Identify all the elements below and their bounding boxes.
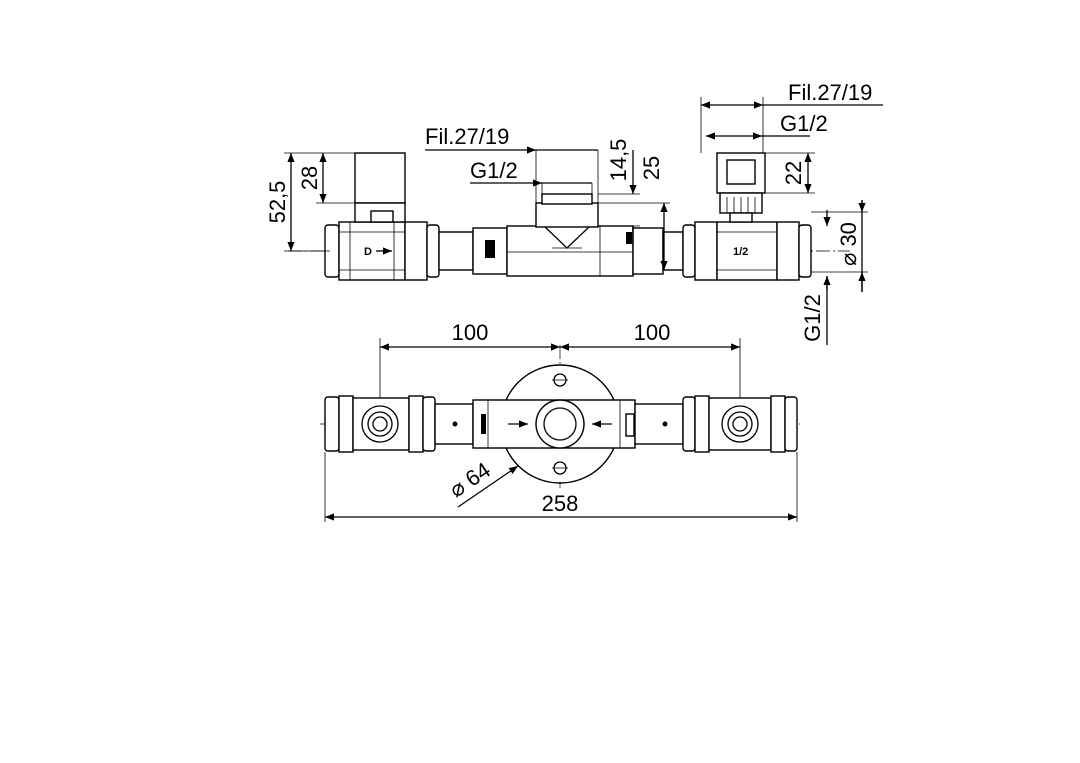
- right-sleeve: [632, 227, 664, 275]
- dim-dia-30: ⌀ 30: [811, 200, 868, 292]
- dim-g12-right: G1/2: [706, 111, 828, 140]
- svg-text:100: 100: [452, 320, 489, 345]
- svg-text:⌀ 64: ⌀ 64: [445, 457, 495, 502]
- right-outlet: [682, 395, 798, 453]
- dim-28: 28: [297, 153, 355, 204]
- left-connector-pipe: [438, 231, 474, 271]
- svg-text:22: 22: [781, 161, 806, 185]
- dim-258: 258: [324, 452, 798, 522]
- svg-text:D: D: [364, 246, 372, 258]
- dim-25: 25: [598, 156, 670, 270]
- svg-text:G1/2: G1/2: [470, 158, 518, 183]
- dim-fil-left: Fil.27/19: [425, 124, 599, 203]
- svg-text:100: 100: [634, 320, 671, 345]
- mixer-body-plan: [472, 399, 636, 449]
- right-connector-pipe: [662, 231, 684, 271]
- svg-text:G1/2: G1/2: [780, 111, 828, 136]
- svg-text:⌀ 30: ⌀ 30: [836, 222, 861, 266]
- mixer-body: [506, 193, 634, 277]
- dim-dia-64: ⌀ 64: [445, 457, 519, 508]
- top-view: D 1/2: [265, 80, 883, 345]
- svg-text:Fil.27/19: Fil.27/19: [788, 80, 872, 105]
- svg-text:14,5: 14,5: [606, 139, 631, 182]
- dim-g12-side: G1/2: [800, 210, 831, 345]
- right-valve-stem: [716, 152, 766, 223]
- left-valve-stem: D: [354, 152, 406, 258]
- svg-text:28: 28: [297, 166, 322, 190]
- svg-text:258: 258: [542, 491, 579, 516]
- bottom-view: 100 100 258 ⌀ 64: [320, 320, 800, 522]
- left-end-coupling: [324, 221, 440, 281]
- svg-text:G1/2: G1/2: [800, 294, 825, 342]
- svg-text:25: 25: [639, 156, 664, 180]
- dim-14-5: 14,5: [598, 139, 640, 245]
- dim-100-right: 100: [560, 320, 741, 398]
- dim-fil-right: Fil.27/19: [700, 80, 883, 153]
- part-mark: 1/2: [733, 246, 748, 258]
- right-plan-connector: [634, 403, 684, 445]
- svg-text:Fil.27/19: Fil.27/19: [425, 124, 509, 149]
- dim-g12-left: G1/2: [470, 158, 593, 194]
- svg-text:52,5: 52,5: [265, 181, 290, 224]
- dim-22: 22: [765, 152, 815, 194]
- dim-100-left: 100: [379, 320, 560, 398]
- left-outlet: [324, 395, 436, 453]
- dim-52-5: 52,5: [265, 152, 355, 252]
- right-end-coupling: 1/2: [682, 221, 812, 281]
